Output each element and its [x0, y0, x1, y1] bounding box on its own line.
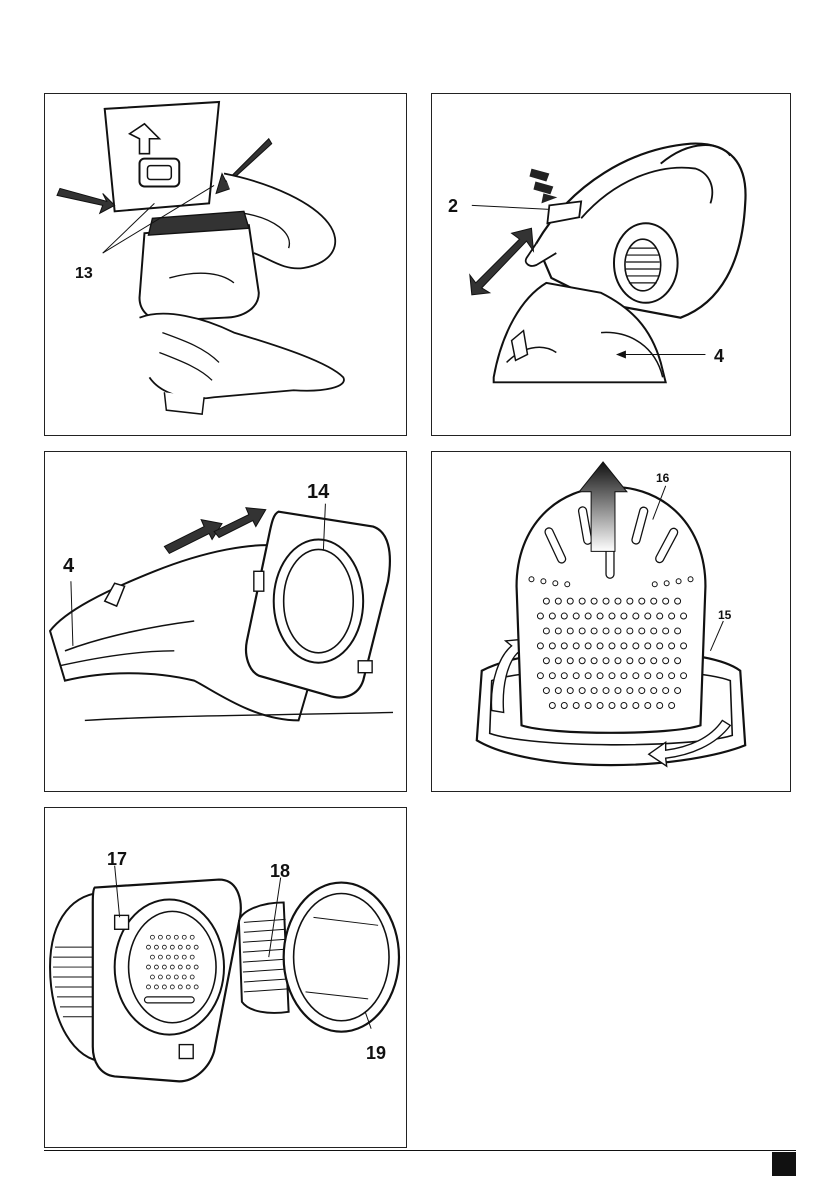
callout-14: 14 — [307, 482, 329, 502]
figure-c-bowl-filter: 14 4 — [44, 451, 407, 792]
callout-16: 16 — [656, 472, 669, 484]
figure-a-illustration — [45, 94, 406, 435]
callout-18: 18 — [270, 862, 290, 880]
page-marker — [772, 1152, 796, 1176]
figure-e-illustration — [45, 808, 406, 1147]
callout-13: 13 — [75, 266, 93, 282]
figure-b-illustration — [432, 94, 790, 435]
callout-2: 2 — [448, 197, 458, 215]
footer-rule — [44, 1150, 796, 1151]
callout-4-c: 4 — [63, 556, 74, 576]
figure-c-illustration — [45, 452, 406, 791]
callout-4: 4 — [714, 347, 724, 365]
figure-e-filter-parts: 17 18 19 — [44, 807, 407, 1148]
figure-d-separate-filter: 16 15 — [431, 451, 791, 792]
callout-19: 19 — [366, 1044, 386, 1062]
figure-b-release-bowl: 2 4 — [431, 93, 791, 436]
figure-d-illustration — [432, 452, 790, 791]
figure-a-empty-bowl: 13 — [44, 93, 407, 436]
callout-17: 17 — [107, 850, 127, 868]
callout-15: 15 — [718, 609, 731, 621]
